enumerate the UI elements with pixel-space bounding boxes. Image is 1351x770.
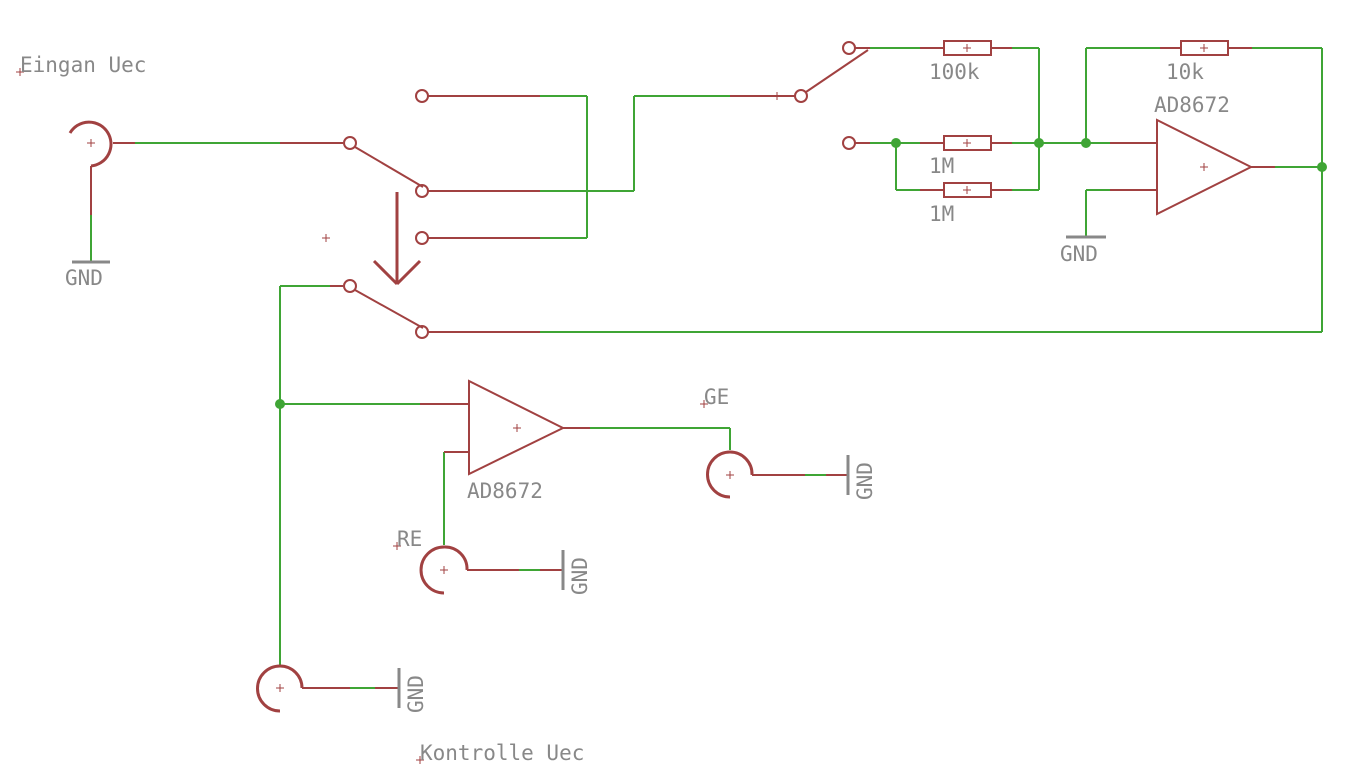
components [68, 40, 1275, 713]
resistor-100k [920, 40, 1012, 56]
resistor-10k [1160, 40, 1252, 56]
opamp-1 [1110, 118, 1275, 216]
opamp-2 [420, 379, 590, 476]
gnd-label-opamp1: GND [1060, 242, 1098, 266]
gnd-symbol-control [375, 668, 401, 708]
wires [90, 47, 1323, 689]
junctions [275, 138, 1327, 409]
input-label: Eingan Uec [20, 53, 146, 77]
range-switch [730, 41, 870, 150]
gnd-label-ge: GND [853, 462, 877, 500]
gnd-label-re: GND [568, 557, 592, 595]
labels: Eingan Uec Kontrolle Uec GE RE GND GND G… [20, 53, 1230, 765]
selector-switch-1 [280, 89, 540, 245]
junction-dot [1317, 162, 1327, 172]
origin-markers [16, 44, 1208, 764]
junction-dot [891, 138, 901, 148]
resistor-1m-b-label: 1M [929, 202, 954, 226]
re-label: RE [397, 527, 422, 551]
ge-label: GE [704, 385, 729, 409]
resistor-1m-a-label: 1M [929, 154, 954, 178]
re-jack [419, 545, 519, 595]
input-jack [68, 120, 135, 215]
gang-arrow [372, 192, 422, 286]
resistor-10k-label: 10k [1166, 60, 1204, 84]
opamp-1-label: AD8672 [1154, 93, 1230, 117]
ge-jack [706, 450, 805, 499]
opamp-2-label: AD8672 [467, 479, 543, 503]
junction-dot [1081, 138, 1091, 148]
gnd-symbol-re [540, 550, 565, 590]
control-label: Kontrolle Uec [420, 741, 584, 765]
selector-switch-2 [330, 279, 540, 339]
resistor-1m-a [920, 135, 1012, 151]
resistor-100k-label: 100k [929, 60, 980, 84]
gnd-label-control: GND [404, 675, 428, 713]
control-jack [256, 664, 350, 713]
junction-dot [275, 399, 285, 409]
gnd-symbol-ge [826, 455, 850, 495]
gnd-label-input: GND [65, 266, 103, 290]
resistor-1m-b [920, 182, 1012, 198]
junction-dot [1034, 138, 1044, 148]
